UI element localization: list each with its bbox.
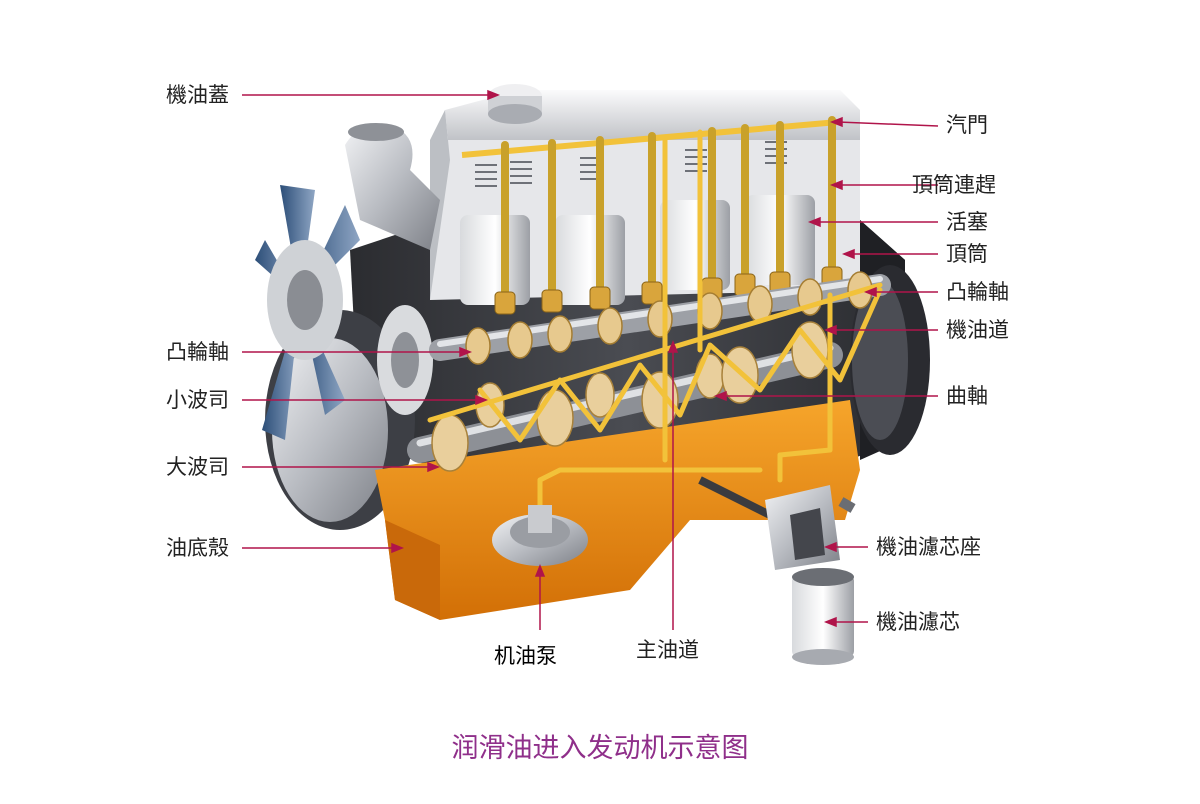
camshaft bbox=[429, 271, 891, 365]
oil-pan-sump bbox=[375, 400, 860, 620]
label-small-bushing: 小波司 bbox=[166, 388, 229, 412]
cylinder-head bbox=[430, 84, 860, 300]
label-tappet: 頂筒 bbox=[946, 242, 988, 266]
cooling-fan bbox=[255, 185, 360, 440]
timing-cover bbox=[265, 305, 433, 530]
pushrods bbox=[501, 116, 836, 304]
label-oil-pan: 油底殼 bbox=[166, 536, 229, 560]
oil-filter-base-shape bbox=[765, 485, 856, 570]
label-filter-base: 機油濾芯座 bbox=[876, 535, 981, 559]
oil-pump bbox=[492, 505, 588, 566]
label-main-gallery: 主油道 bbox=[636, 638, 699, 662]
label-oil-gallery: 機油道 bbox=[946, 318, 1009, 342]
diagram-caption: 润滑油进入发动机示意图 bbox=[451, 733, 749, 764]
leader-valve bbox=[837, 121, 939, 127]
air-intake bbox=[345, 123, 440, 250]
label-camshaft-left: 凸輪軸 bbox=[166, 340, 229, 364]
label-oil-pump: 机油泵 bbox=[494, 644, 557, 668]
filter-oil-line bbox=[698, 476, 782, 524]
oil-filter-canister bbox=[792, 568, 854, 665]
label-pushrod: 頂筒連趕 bbox=[912, 173, 996, 197]
label-camshaft-right: 凸輪軸 bbox=[946, 280, 1009, 304]
label-piston: 活塞 bbox=[946, 210, 988, 234]
label-oil-filter: 機油濾芯 bbox=[876, 610, 960, 634]
label-oil-cap: 機油蓋 bbox=[166, 83, 229, 107]
oil-passages bbox=[427, 129, 883, 523]
leader-lines bbox=[242, 89, 939, 630]
label-large-bushing: 大波司 bbox=[166, 455, 229, 479]
label-valve: 汽門 bbox=[946, 113, 988, 137]
label-crankshaft: 曲軸 bbox=[946, 384, 988, 408]
